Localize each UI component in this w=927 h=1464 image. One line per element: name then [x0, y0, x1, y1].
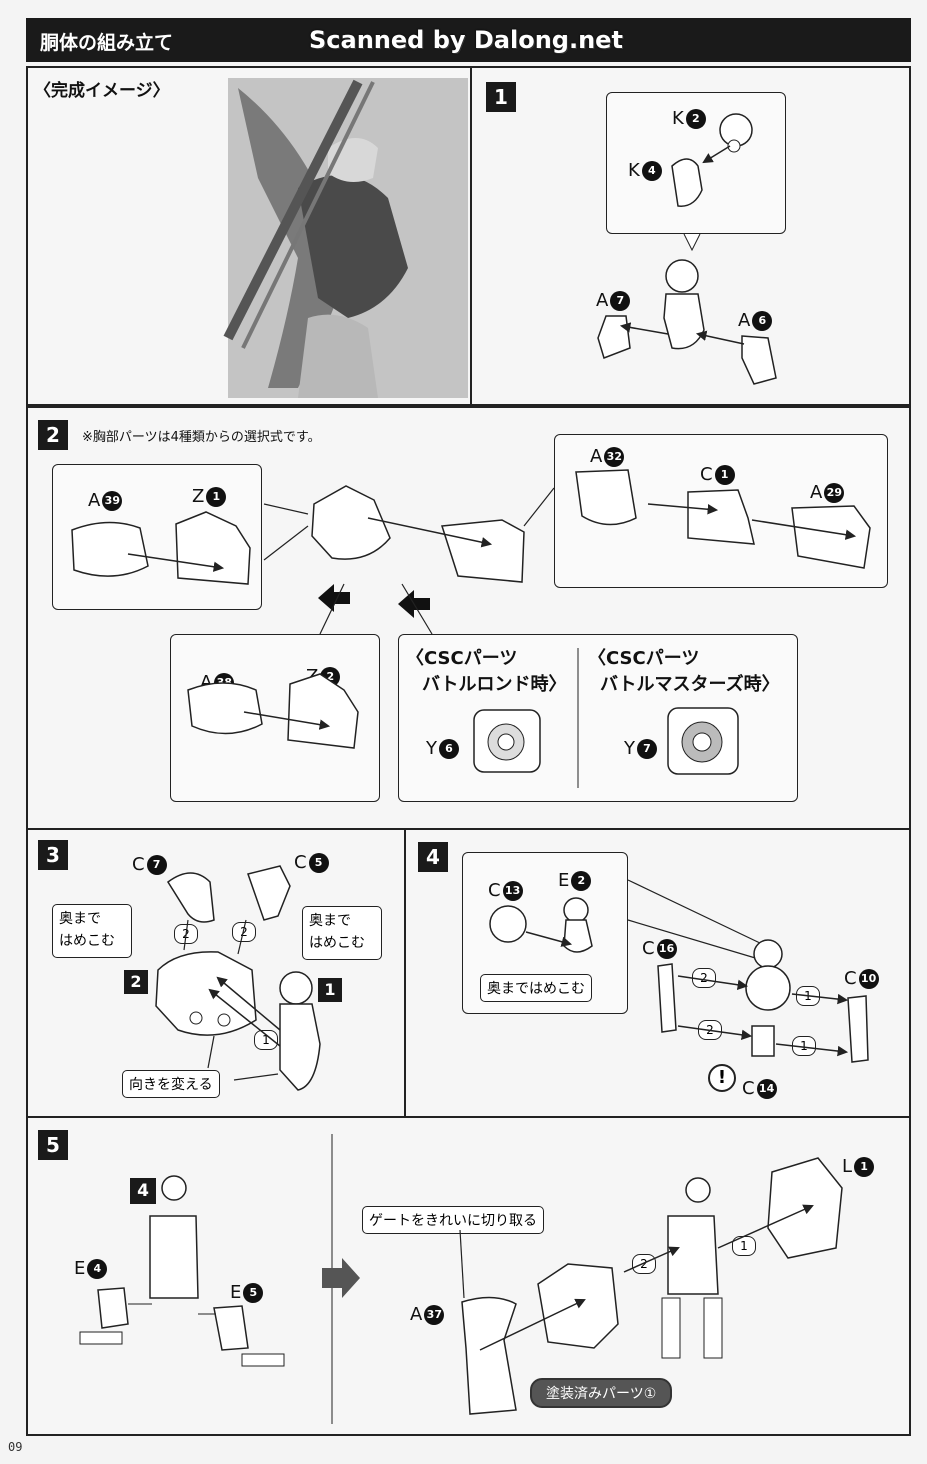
- order-badge: 2: [232, 922, 256, 942]
- step-2-diagram: [71, 469, 871, 788]
- ref-step-2-badge: 2: [124, 970, 148, 994]
- step-1-number: 1: [486, 82, 516, 112]
- page-number: 09: [8, 1440, 23, 1454]
- csc-left-line-1: 〈CSCパーツ: [406, 648, 518, 669]
- step-3-number: 3: [38, 840, 68, 870]
- caution-icon: !: [708, 1064, 736, 1092]
- order-badge: 1: [732, 1236, 756, 1256]
- order-badge: 2: [692, 968, 716, 988]
- csc-left-line-2: バトルロンド時〉: [422, 674, 567, 695]
- step-1-diagram: [597, 113, 777, 385]
- step-2-number: 2: [38, 420, 68, 450]
- callout-insert-fully: 奥まではめこむ: [480, 974, 592, 1002]
- step-4-number: 4: [418, 842, 448, 872]
- preview-panel: 〈完成イメージ〉: [26, 66, 472, 406]
- figure-illustration: [223, 78, 468, 398]
- step-4-diagram: [489, 879, 869, 1063]
- callout-insert-left: 奥まではめこむ: [52, 904, 132, 958]
- step-2-note: ※胸部パーツは4種類からの選択式です。: [82, 430, 321, 445]
- section-header: 胴体の組み立て Scanned by Dalong.net: [26, 18, 911, 62]
- csc-right-line-2: バトルマスターズ時〉: [600, 674, 780, 695]
- prepainted-parts-badge: 塗装済みパーツ①: [530, 1378, 673, 1408]
- csc-right-line-1: 〈CSCパーツ: [588, 648, 700, 669]
- callout-insert-right: 奥まではめこむ: [302, 906, 382, 960]
- step-3-diagram: [155, 865, 321, 1091]
- scan-credit: Scanned by Dalong.net: [309, 26, 623, 54]
- order-badge: 2: [632, 1254, 656, 1274]
- section-title: 胴体の組み立て: [40, 32, 174, 54]
- ref-step-4-badge: 4: [130, 1178, 156, 1204]
- order-badge: 1: [254, 1030, 278, 1050]
- step-3-panel: 3 C7 C5 奥まではめこむ 奥まではめこむ 2 1 2 2 1 向きを変える: [26, 828, 406, 1118]
- step-4-panel: 4 C13 E2 奥まではめこむ C16 C10 C14 2 1 2 1 !: [404, 828, 911, 1118]
- callout-cut-gate: ゲートをきれいに切り取る: [362, 1206, 544, 1234]
- step-5-diagram: [79, 1134, 843, 1424]
- callout-change-direction: 向きを変える: [122, 1070, 220, 1098]
- ref-step-1-badge: 1: [318, 978, 342, 1002]
- preview-title: 〈完成イメージ〉: [34, 81, 170, 101]
- step-5-number: 5: [38, 1130, 68, 1160]
